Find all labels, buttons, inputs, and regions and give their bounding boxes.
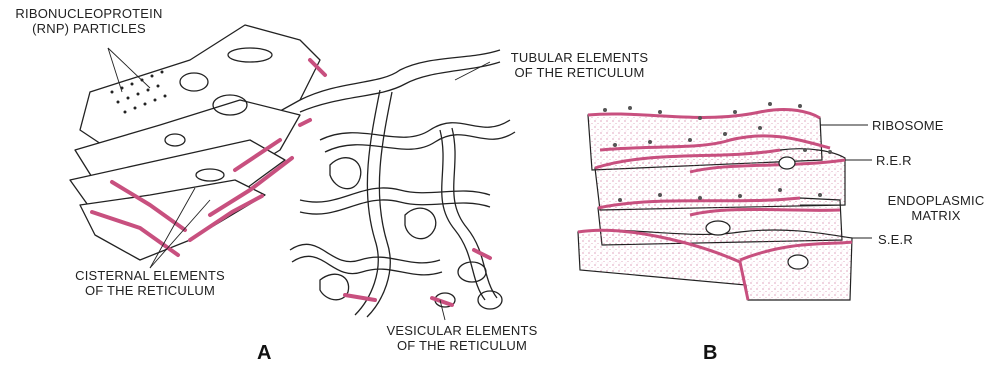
- cisternal-label: CISTERNAL ELEMENTS OF THE RETICULUM: [50, 268, 250, 298]
- ser-label: S.E.R: [878, 232, 913, 247]
- matrix-label-line2: MATRIX: [870, 208, 1002, 223]
- vesicular-label-line2: OF THE RETICULUM: [362, 338, 562, 353]
- tubule: [300, 50, 500, 100]
- tubular-label: TUBULAR ELEMENTS OF THE RETICULUM: [492, 50, 667, 80]
- rnp-label: RIBONUCLEOPROTEIN (RNP) PARTICLES: [14, 6, 164, 36]
- panel-b-letter: B: [703, 342, 717, 365]
- tubule: [367, 92, 392, 317]
- cisternal-label-line1: CISTERNAL ELEMENTS: [50, 268, 250, 283]
- tubule: [300, 188, 490, 202]
- vesicular-label-line1: VESICULAR ELEMENTS: [362, 323, 562, 338]
- panel-a-letter: A: [257, 342, 271, 365]
- tubule: [300, 200, 490, 214]
- vesicular-label: VESICULAR ELEMENTS OF THE RETICULUM: [362, 323, 562, 353]
- tubule: [452, 128, 497, 298]
- rnp-label-line2: (RNP) PARTICLES: [14, 21, 164, 36]
- matrix-label: ENDOPLASMIC MATRIX: [870, 193, 1002, 223]
- tubule: [292, 256, 442, 275]
- ribosome-label: RIBOSOME: [872, 118, 944, 133]
- tubule: [320, 120, 510, 140]
- rnp-label-line1: RIBONUCLEOPROTEIN: [14, 6, 164, 21]
- ser-layer: [578, 230, 852, 300]
- tubule: [290, 244, 440, 263]
- matrix-label-line1: ENDOPLASMIC: [870, 193, 1002, 208]
- tubule: [440, 130, 485, 300]
- rer-label: R.E.R: [876, 153, 912, 168]
- vesicle: [478, 291, 502, 309]
- cisternal-label-line2: OF THE RETICULUM: [50, 283, 250, 298]
- tubular-label-line2: OF THE RETICULUM: [492, 65, 667, 80]
- tubular-label-line1: TUBULAR ELEMENTS: [492, 50, 667, 65]
- panel-b-illustration: [578, 102, 852, 300]
